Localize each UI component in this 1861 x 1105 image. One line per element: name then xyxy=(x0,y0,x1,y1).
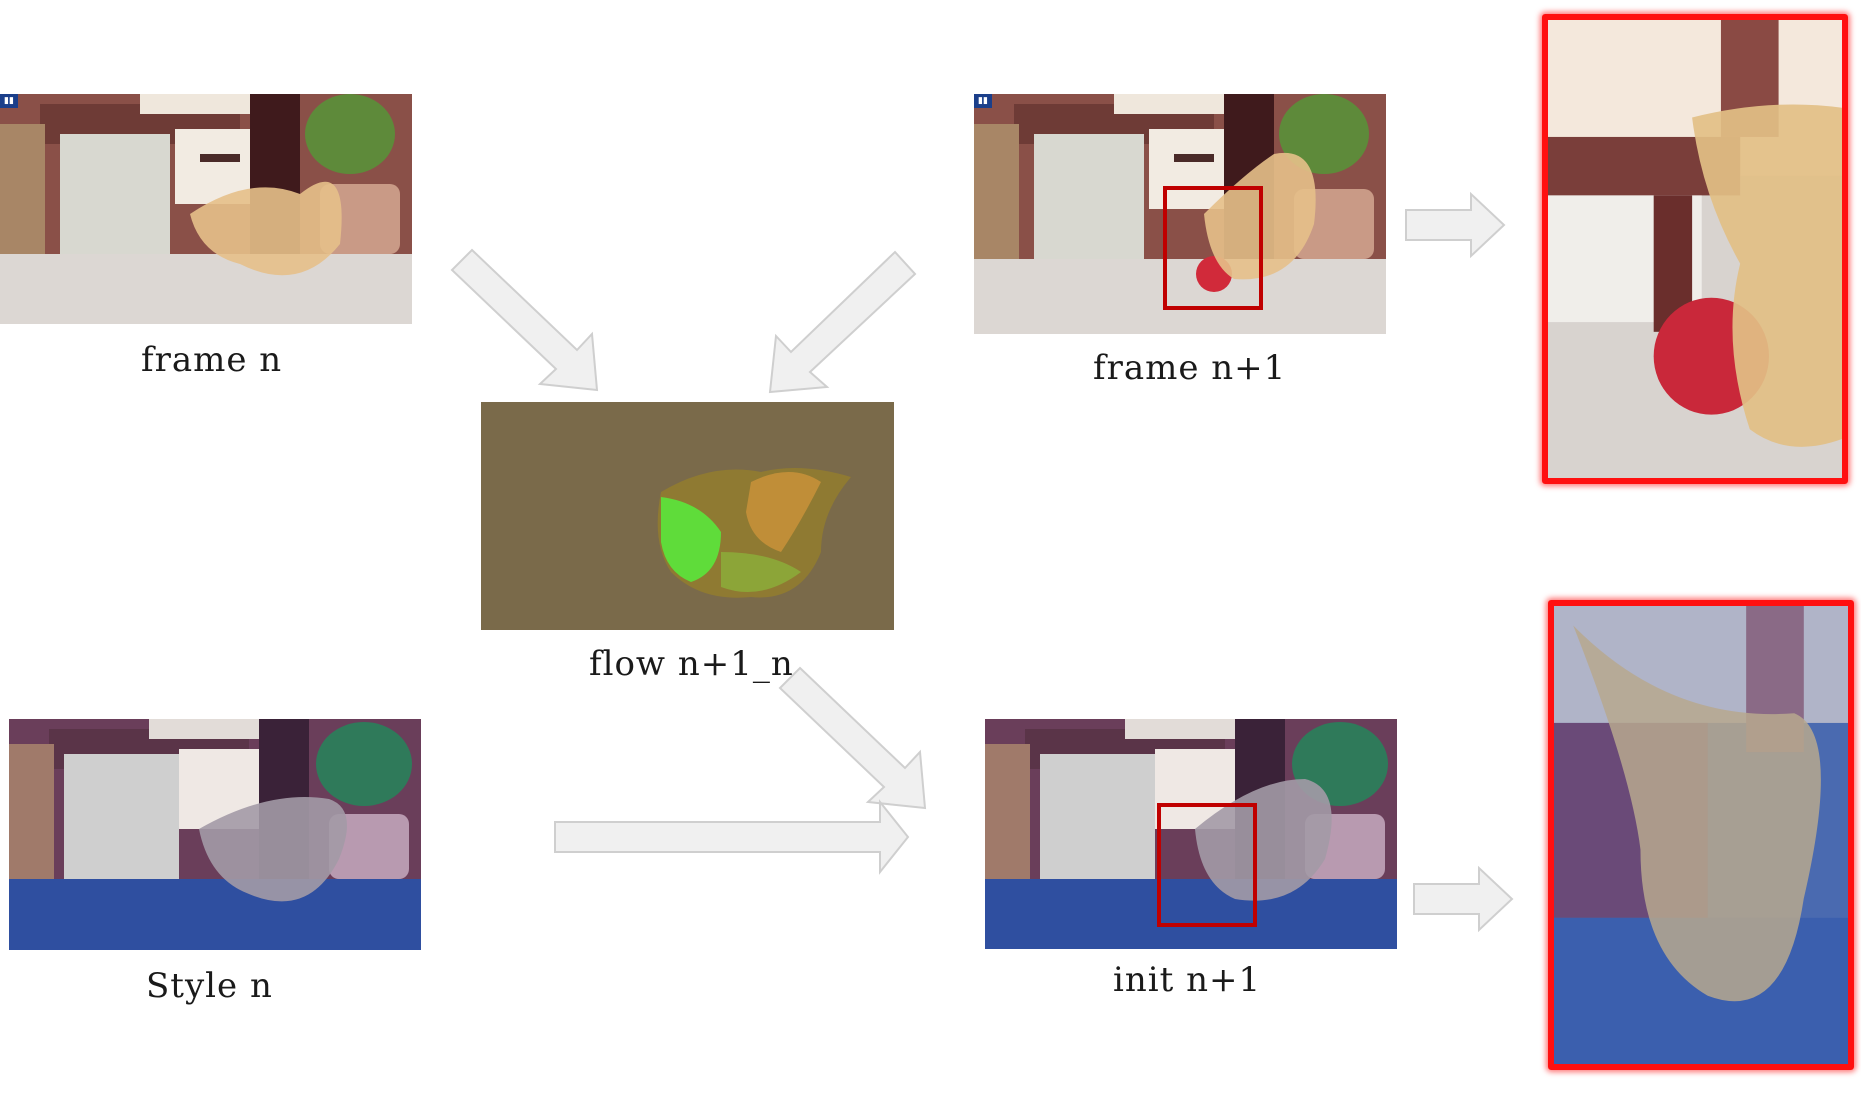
tv-logo: ▮▮ xyxy=(0,94,18,108)
frame-n-image: ▮▮ xyxy=(0,94,412,324)
flow-image xyxy=(481,402,894,630)
arrow-to-zoom-top xyxy=(1405,191,1506,259)
caption-style-n: Style n xyxy=(146,966,273,1006)
caption-flow: flow n+1_n xyxy=(589,644,794,684)
tv-logo: ▮▮ xyxy=(974,94,992,108)
arrow-flow-to-init xyxy=(778,666,927,810)
crop-box-frame-n1 xyxy=(1163,186,1263,310)
zoom-crop-init-n1 xyxy=(1548,600,1854,1070)
arrow-to-zoom-bottom xyxy=(1413,865,1514,933)
init-n1-image xyxy=(985,719,1397,949)
arrow-frame-n1-to-flow xyxy=(768,250,917,394)
frame-n1-image: ▮▮ xyxy=(974,94,1386,334)
style-n-image xyxy=(9,719,421,950)
crop-box-init-n1 xyxy=(1157,803,1257,927)
arrow-frame-n-to-flow xyxy=(450,248,599,392)
zoom-crop-frame-n1 xyxy=(1542,14,1848,484)
caption-frame-n1: frame n+1 xyxy=(1093,348,1287,388)
caption-init-n1: init n+1 xyxy=(1113,960,1262,1000)
arrow-style-to-init xyxy=(554,799,910,875)
caption-frame-n: frame n xyxy=(141,340,283,380)
